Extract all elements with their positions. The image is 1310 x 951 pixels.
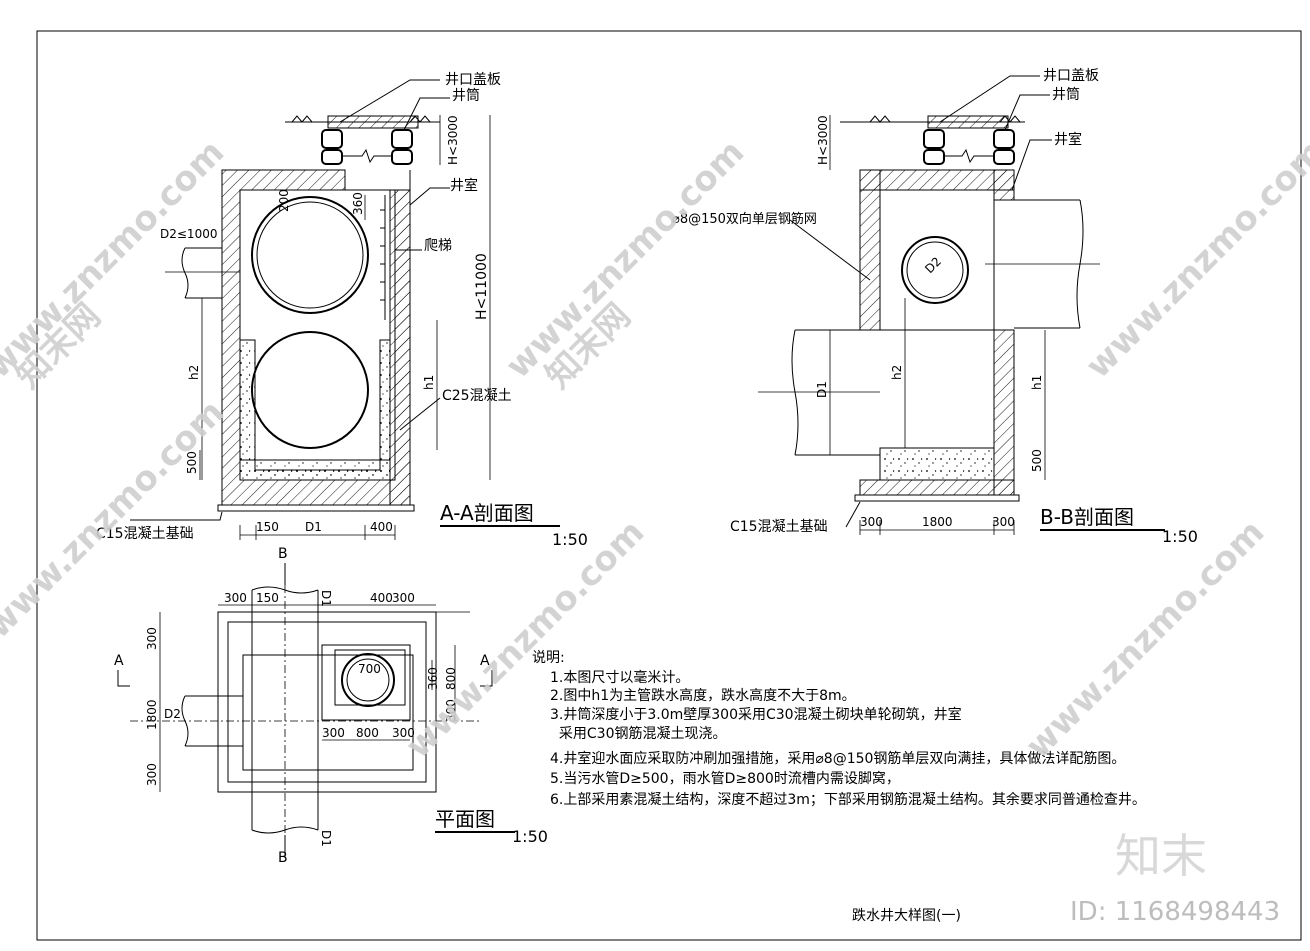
bb-w1800: 1800 (922, 515, 953, 529)
bb-rebar-label: ⌀8@150双向单层钢筋网 (672, 211, 817, 227)
plan-d700: 700 (358, 662, 381, 676)
aa-d500: 500 (185, 451, 199, 474)
aa-d360: 360 (351, 192, 365, 215)
note-5: 5.当污水管D≥500，雨水管D≥800时流槽内需设脚窝， (550, 770, 900, 787)
bb-w300b: 300 (992, 515, 1015, 529)
aa-scale: 1:50 (552, 530, 588, 549)
bb-title: B-B剖面图 (1040, 505, 1134, 529)
plan-d1-bottom: D1 (319, 830, 333, 847)
sheet-title: 跌水井大样图(一) (852, 908, 961, 924)
aa-cover-label: 井口盖板 (445, 72, 501, 88)
plan-scale: 1:50 (512, 827, 548, 846)
bb-w300a: 300 (860, 515, 883, 529)
plan-r360: 360 (426, 667, 440, 690)
plan-view: B B A A D1 D1 D2 300 150 400 300 300 180… (114, 546, 548, 866)
aa-shaft-label: 井筒 (452, 87, 480, 104)
plan-t400: 400 (370, 591, 393, 605)
aa-h-total: H<11000 (474, 253, 490, 320)
bb-shaft-label: 井筒 (1052, 86, 1080, 103)
bb-scale: 1:50 (1162, 527, 1198, 546)
bb-h1: h1 (1030, 375, 1044, 390)
plan-b300b: 300 (392, 726, 415, 740)
bb-h2: h2 (890, 365, 904, 380)
aa-section: 井口盖板 井筒 井室 爬梯 C25混凝土 C15混凝土基础 D2≤1000 H<… (96, 72, 588, 549)
note-4: 4.井室迎水面应采取防冲刷加强措施，采用⌀8@150钢筋单层双向满挂，具体做法详… (550, 750, 1125, 767)
bb-h-shaft: H<3000 (816, 115, 830, 165)
watermark-logo: 知末 (1115, 829, 1207, 883)
plan-t300a: 300 (224, 591, 247, 605)
aa-wd1: D1 (305, 520, 322, 534)
bb-cover-label: 井口盖板 (1043, 68, 1099, 84)
plan-t300b: 300 (392, 591, 415, 605)
aa-d200: 200 (277, 189, 291, 212)
aa-inlet-label: D2≤1000 (160, 227, 217, 241)
plan-l1800: 1800 (145, 699, 159, 730)
aa-concrete-label: C25混凝土 (442, 388, 512, 404)
watermark-url-3: www.znzmo.com (1078, 132, 1310, 386)
plan-a-right: A (480, 653, 490, 669)
aa-title: A-A剖面图 (440, 501, 534, 525)
plan-b-bottom: B (278, 850, 288, 866)
plan-b300a: 300 (322, 726, 345, 740)
plan-r300: 300 (444, 699, 458, 722)
aa-h1: h1 (422, 375, 436, 390)
sheet-border (36, 30, 1302, 941)
plan-d1-top: D1 (319, 590, 333, 607)
watermark-url-2: www.znzmo.com (498, 132, 752, 386)
aa-h-shaft: H<3000 (446, 115, 460, 165)
plan-title: 平面图 (435, 807, 495, 831)
aa-h2: h2 (187, 365, 201, 380)
plan-r800: 800 (444, 667, 458, 690)
watermark-url-6: www.znzmo.com (1018, 512, 1272, 766)
bb-chamber-label: 井室 (1054, 131, 1082, 148)
aa-w400: 400 (370, 520, 393, 534)
plan-a-left: A (114, 653, 124, 669)
bb-d1: D1 (815, 381, 829, 398)
plan-t150: 150 (256, 591, 279, 605)
notes-heading: 说明: (532, 650, 565, 666)
note-2: 2.图中h1为主管跌水高度，跌水高度不大于8m。 (550, 687, 856, 704)
plan-l300a: 300 (145, 627, 159, 650)
note-3: 3.井筒深度小于3.0m壁厚300采用C30混凝土砌块单轮砌筑，井室 (550, 706, 962, 723)
aa-w150: 150 (256, 520, 279, 534)
plan-d2: D2 (164, 707, 181, 721)
note-6: 6.上部采用素混凝土结构，深度不超过3m；下部采用钢筋混凝土结构。其余要求同普通… (550, 791, 1146, 808)
watermark-url-4: www.znzmo.com (0, 392, 232, 646)
aa-chamber-label: 井室 (450, 177, 478, 194)
aa-foundation-label: C15混凝土基础 (96, 525, 194, 542)
aa-ladder-label: 爬梯 (424, 238, 452, 254)
bb-d500: 500 (1030, 449, 1044, 472)
watermark-id: ID: 1168498443 (1070, 897, 1280, 927)
plan-b-top: B (278, 546, 288, 562)
note-3-cont: 采用C30钢筋混凝土现浇。 (550, 725, 727, 742)
plan-b800: 800 (356, 726, 379, 740)
bb-foundation-label: C15混凝土基础 (730, 518, 828, 535)
plan-l300b: 300 (145, 763, 159, 786)
notes: 说明: 1.本图尺寸以毫米计。 2.图中h1为主管跌水高度，跌水高度不大于8m。… (532, 650, 1146, 808)
note-1: 1.本图尺寸以毫米计。 (550, 669, 689, 686)
bb-section: 井口盖板 井筒 井室 ⌀8@150双向单层钢筋网 C15混凝土基础 H<3000… (672, 68, 1198, 546)
